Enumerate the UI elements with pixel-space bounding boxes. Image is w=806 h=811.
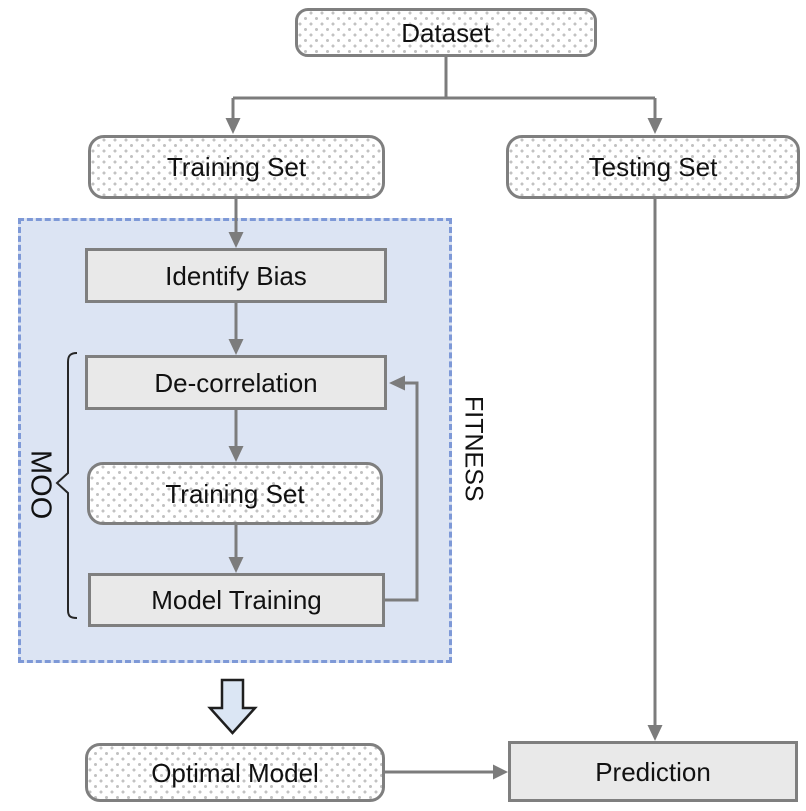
arrowhead-identify-bias — [228, 232, 244, 248]
arrowhead-testing-set — [647, 118, 663, 134]
node-prediction: Prediction — [508, 741, 798, 802]
connector-feedback-loop — [385, 381, 419, 602]
node-testing-set-label: Testing Set — [588, 152, 718, 182]
node-optimal-model: Optimal Model — [85, 743, 385, 802]
connector-dataset-split — [233, 57, 655, 100]
node-dataset: Dataset — [295, 8, 597, 57]
block-arrow-down-icon — [207, 678, 258, 735]
node-prediction-label: Prediction — [595, 756, 711, 787]
node-training-set-label: Training Set — [166, 152, 307, 182]
node-loop-training-set: Training Set — [87, 462, 383, 525]
arrowhead-training-set — [225, 118, 241, 134]
fitness-annotation: FITNESS — [459, 396, 488, 502]
node-optimal-model-label: Optimal Model — [151, 757, 319, 788]
moo-bracket — [55, 352, 78, 619]
arrowhead-decorrelation — [228, 339, 244, 355]
node-training-set: Training Set — [88, 135, 385, 199]
node-model-training: Model Training — [88, 573, 385, 627]
node-loop-training-set-label: Training Set — [165, 478, 305, 509]
arrowhead-prediction-top — [647, 725, 663, 741]
node-de-correlation-label: De-correlation — [154, 367, 318, 398]
node-testing-set: Testing Set — [506, 135, 800, 199]
moo-annotation: MOO — [24, 450, 57, 520]
arrowhead-loop-training-set — [228, 446, 244, 462]
node-model-training-label: Model Training — [151, 585, 322, 615]
node-identify-bias-label: Identify Bias — [165, 260, 307, 291]
node-dataset-label: Dataset — [401, 17, 491, 48]
node-identify-bias: Identify Bias — [85, 248, 387, 303]
arrowhead-prediction-left — [493, 764, 508, 780]
arrowhead-feedback — [389, 375, 405, 391]
node-de-correlation: De-correlation — [85, 355, 387, 410]
arrowhead-model-training — [228, 557, 244, 573]
